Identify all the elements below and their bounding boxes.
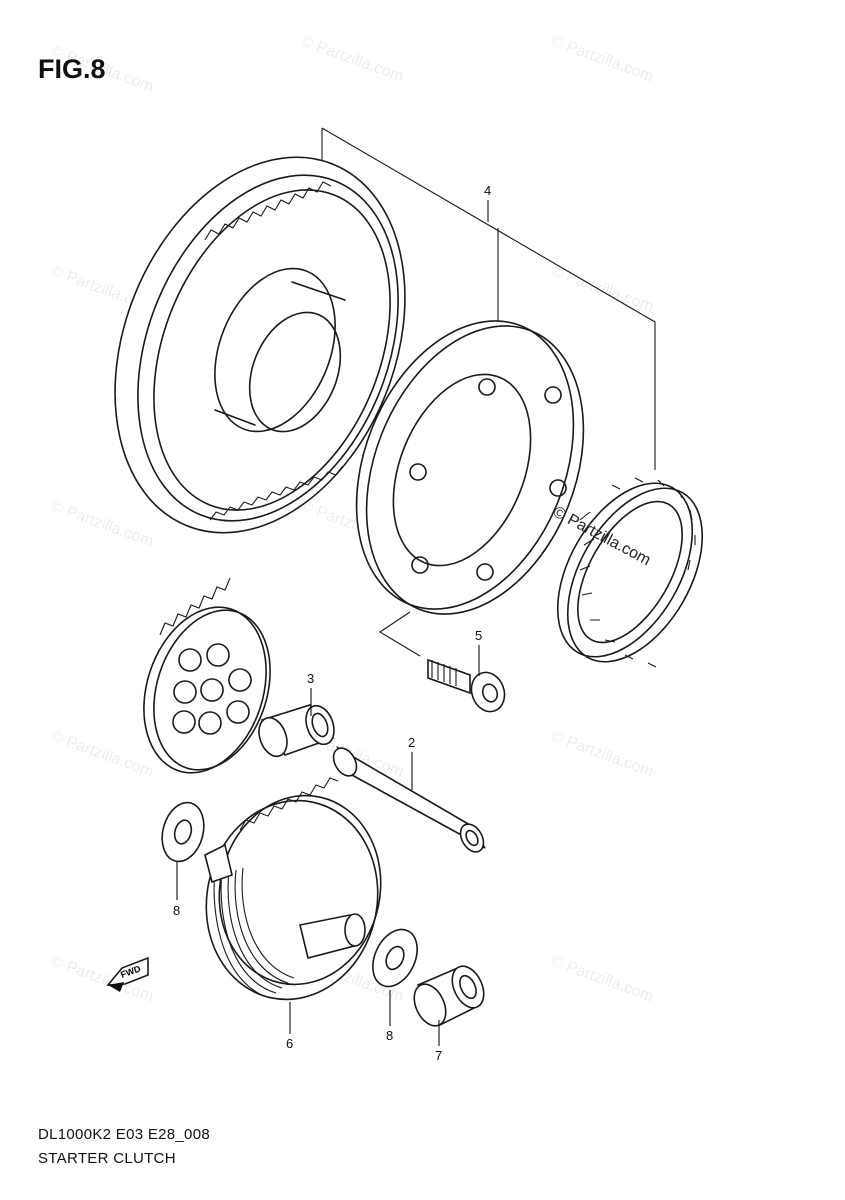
washer-right xyxy=(372,928,418,988)
figure-label: FIG.8 xyxy=(38,54,106,84)
callout-6: 6 xyxy=(286,1036,293,1051)
watermark-text: © Partzilla.com xyxy=(549,263,656,316)
bolt xyxy=(427,658,506,713)
watermark-text: © Partzilla.com xyxy=(49,728,156,781)
callout-5: 5 xyxy=(475,628,482,643)
diagram-name: STARTER CLUTCH xyxy=(38,1150,176,1167)
large-ring-gear xyxy=(114,156,406,534)
callouts: 4 5 3 2 8 6 8 7 xyxy=(173,183,491,1063)
callout-7: 7 xyxy=(435,1048,442,1063)
callout-2: 2 xyxy=(408,735,415,750)
watermark-text: © Partzilla.com xyxy=(299,33,406,86)
callout-8-right: 8 xyxy=(386,1028,393,1043)
callout-4: 4 xyxy=(484,183,491,198)
callout-3: 3 xyxy=(307,671,314,686)
idle-gear xyxy=(143,577,271,774)
shaft xyxy=(332,745,486,853)
watermark-text: © Partzilla.com xyxy=(549,33,656,86)
watermark-text: © Partzilla.com xyxy=(49,43,156,96)
watermark-text: © Partzilla.com xyxy=(549,953,656,1006)
one-way-clutch-cage xyxy=(556,477,704,668)
watermark-text: © Partzilla.com xyxy=(549,728,656,781)
bushing xyxy=(258,704,335,758)
diagram-code: DL1000K2 E03 E28_008 xyxy=(38,1126,210,1143)
clutch-housing-ring xyxy=(355,320,585,615)
washer-left xyxy=(161,801,205,863)
forward-direction-arrow: FWD xyxy=(106,956,149,992)
watermark-text: © Partzilla.com xyxy=(49,498,156,551)
bushing-small xyxy=(413,965,485,1027)
starter-clutch-drum xyxy=(204,777,382,1001)
callout-8-left: 8 xyxy=(173,903,180,918)
